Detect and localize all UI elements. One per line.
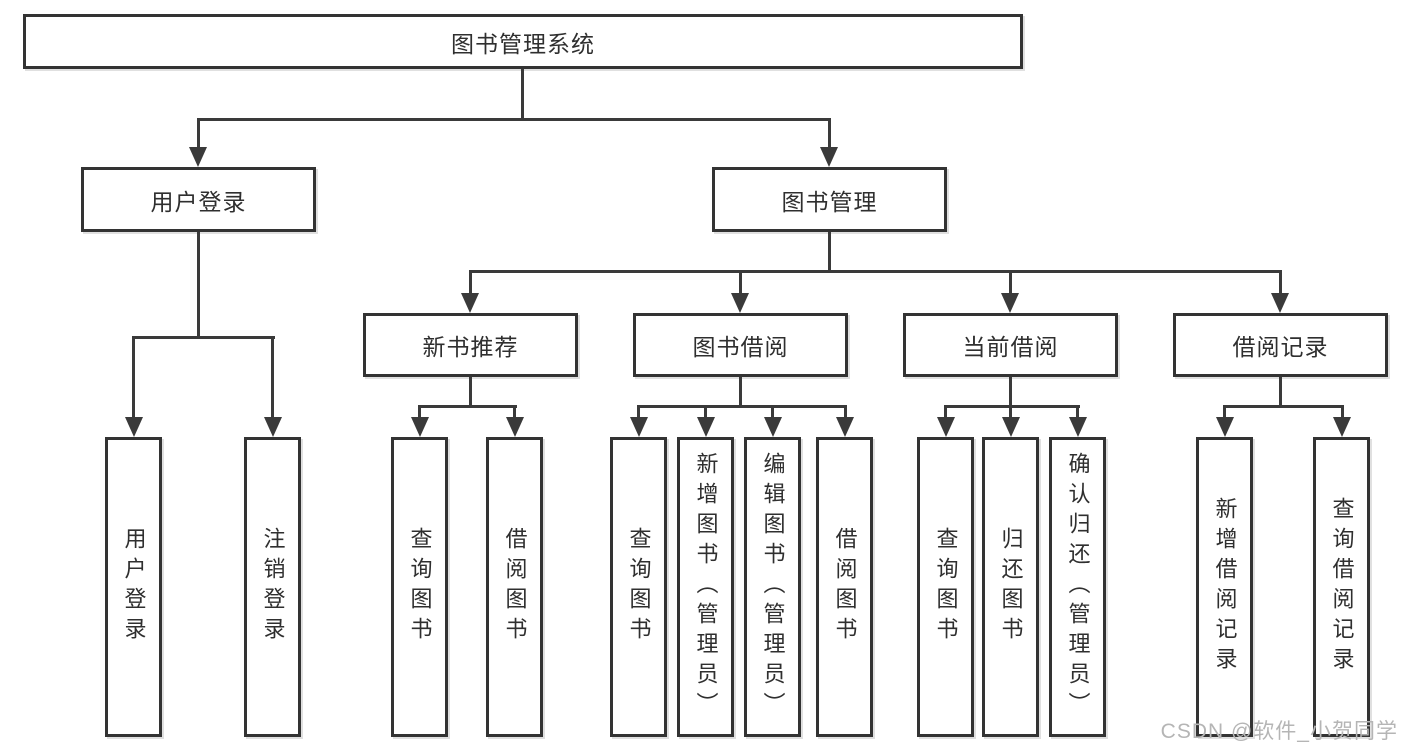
- arrowhead-down-icon: [1216, 417, 1234, 437]
- leaf-query-borrow-record: 查询借阅记录: [1313, 437, 1370, 737]
- arrowhead-down-icon: [1333, 417, 1351, 437]
- arrowhead-down-icon: [731, 293, 749, 313]
- leaf-borrow-books-recommend: 借阅图书: [486, 437, 543, 737]
- connector-line: [197, 232, 200, 336]
- arrowhead-down-icon: [461, 293, 479, 313]
- connector-line: [469, 270, 1282, 273]
- connector-line: [418, 405, 517, 408]
- leaf-add-borrow-record: 新增借阅记录: [1196, 437, 1253, 737]
- csdn-watermark: CSDN @软件_小贺同学: [1160, 720, 1398, 743]
- leaf-user-login: 用户登录: [105, 437, 162, 737]
- connector-line: [828, 121, 831, 148]
- leaf-edit-book-admin: 编辑图书（管理员）: [744, 437, 801, 737]
- connector-line: [739, 377, 742, 405]
- leaf-query-books-current: 查询图书: [917, 437, 974, 737]
- connector-line: [197, 118, 831, 121]
- arrowhead-down-icon: [820, 147, 838, 167]
- connector-line: [704, 408, 707, 418]
- connector-line: [944, 405, 1080, 408]
- arrowhead-down-icon: [1001, 293, 1019, 313]
- leaf-logout: 注销登录: [244, 437, 301, 737]
- arrowhead-down-icon: [411, 417, 429, 437]
- connector-line: [513, 408, 516, 418]
- connector-line: [1279, 377, 1282, 405]
- arrowhead-down-icon: [836, 417, 854, 437]
- node-user-login: 用户登录: [81, 167, 316, 232]
- leaf-return-books: 归还图书: [982, 437, 1039, 737]
- connector-line: [1279, 273, 1282, 294]
- arrowhead-down-icon: [506, 417, 524, 437]
- arrowhead-down-icon: [937, 417, 955, 437]
- connector-line: [132, 336, 275, 339]
- connector-line: [469, 377, 472, 405]
- arrowhead-down-icon: [1271, 293, 1289, 313]
- connector-line: [469, 273, 472, 294]
- arrowhead-down-icon: [264, 417, 282, 437]
- arrowhead-down-icon: [697, 417, 715, 437]
- connector-line: [1009, 273, 1012, 294]
- connector-line: [271, 339, 274, 417]
- leaf-borrow-books-borrowing: 借阅图书: [816, 437, 873, 737]
- connector-line: [844, 408, 847, 418]
- arrowhead-down-icon: [125, 417, 143, 437]
- connector-line: [521, 69, 524, 118]
- connector-line: [771, 408, 774, 418]
- connector-line: [944, 408, 947, 418]
- connector-line: [1341, 408, 1344, 418]
- leaf-add-book-admin: 新增图书（管理员）: [677, 437, 734, 737]
- node-root: 图书管理系统: [23, 14, 1023, 69]
- leaf-query-books-recommend: 查询图书: [391, 437, 448, 737]
- leaf-query-books-borrowing: 查询图书: [610, 437, 667, 737]
- connector-line: [132, 339, 135, 417]
- connector-line: [637, 405, 847, 408]
- node-book-management: 图书管理: [712, 167, 947, 232]
- arrowhead-down-icon: [1002, 417, 1020, 437]
- node-borrowing-records: 借阅记录: [1173, 313, 1388, 377]
- arrowhead-down-icon: [630, 417, 648, 437]
- connector-line: [828, 232, 831, 270]
- connector-line: [739, 273, 742, 294]
- arrowhead-down-icon: [1069, 417, 1087, 437]
- connector-line: [1009, 377, 1012, 405]
- connector-line: [1076, 408, 1079, 418]
- node-new-book-recommend: 新书推荐: [363, 313, 578, 377]
- connector-line: [1223, 405, 1344, 408]
- node-current-borrowing: 当前借阅: [903, 313, 1118, 377]
- leaf-confirm-return-admin: 确认归还（管理员）: [1049, 437, 1106, 737]
- connector-line: [1223, 408, 1226, 418]
- arrowhead-down-icon: [189, 147, 207, 167]
- connector-line: [1009, 408, 1012, 418]
- node-book-borrowing: 图书借阅: [633, 313, 848, 377]
- connector-line: [197, 121, 200, 148]
- connector-line: [418, 408, 421, 418]
- arrowhead-down-icon: [764, 417, 782, 437]
- connector-line: [637, 408, 640, 418]
